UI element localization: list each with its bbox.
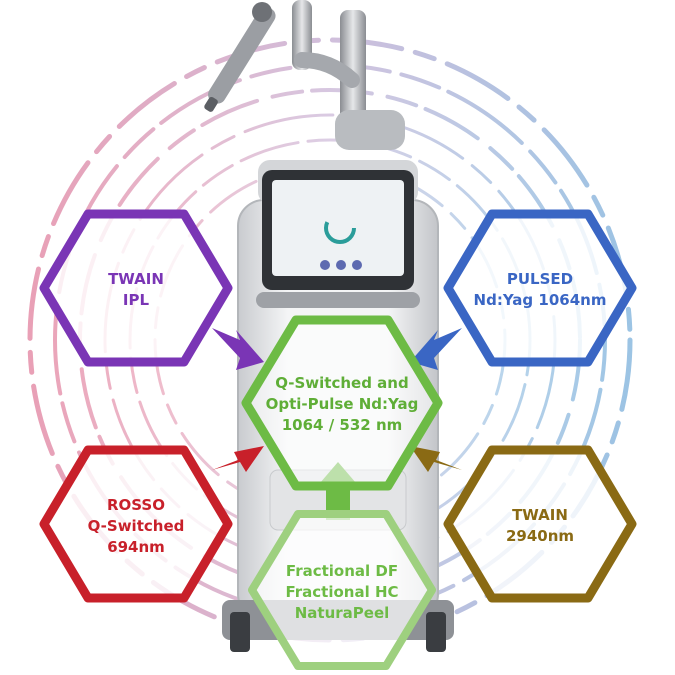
hex-center: Q-Switched and Opti-Pulse Nd:Yag 1064 / … — [241, 315, 443, 491]
hex-bottom-center-shape — [248, 510, 436, 670]
hex-bottom-left-shape — [39, 445, 233, 603]
wheel-right — [426, 612, 446, 652]
hex-bottom-right-line2: 2940nm — [506, 527, 574, 545]
hex-top-left: TWAIN IPL — [39, 209, 233, 367]
hex-top-left-shape — [39, 209, 233, 367]
hex-bottom-center: Fractional DF Fractional HC NaturaPeel — [248, 510, 436, 670]
hex-top-left-line1: TWAIN — [108, 270, 164, 288]
arrow-from-pulsed — [410, 328, 462, 370]
screen-button-3 — [352, 260, 362, 270]
hex-bottom-right-line1: TWAIN — [512, 506, 568, 524]
hex-center-shape — [241, 315, 443, 491]
hex-bottom-center-line1: Fractional DF — [286, 562, 398, 580]
handpiece-knob — [252, 2, 272, 22]
screen-dial — [324, 212, 356, 244]
wheel-left — [230, 612, 250, 652]
device-handle — [256, 292, 420, 308]
hex-top-right-shape — [443, 209, 637, 367]
hex-center-line1: Q-Switched and — [275, 374, 408, 392]
device-screen — [272, 180, 404, 276]
hex-bottom-left-line1: ROSSO — [107, 496, 165, 514]
arrow-from-twain-ipl — [212, 328, 264, 370]
hex-bottom-left-line2: Q-Switched — [88, 517, 185, 535]
hex-top-left-line2: IPL — [123, 291, 150, 309]
hex-center-line2: Opti-Pulse Nd:Yag — [266, 395, 419, 413]
hex-top-right-line1: PULSED — [507, 270, 573, 288]
arrow-from-rosso — [212, 446, 264, 472]
hex-bottom-center-line3: NaturaPeel — [295, 604, 390, 622]
arm-joint — [335, 110, 405, 150]
hex-top-right-line2: Nd:Yag 1064nm — [474, 291, 607, 309]
arm-vertical — [340, 10, 366, 130]
hex-bottom-right-shape — [443, 445, 637, 603]
hex-bottom-left-line3: 694nm — [107, 538, 165, 556]
hex-top-right: PULSED Nd:Yag 1064nm — [443, 209, 637, 367]
arm-elbow — [294, 52, 360, 88]
hex-bottom-right: TWAIN 2940nm — [443, 445, 637, 603]
screen-button-1 — [320, 260, 330, 270]
hex-center-line3: 1064 / 532 nm — [282, 416, 403, 434]
arrow-from-twain-2940 — [410, 446, 462, 472]
screen-button-2 — [336, 260, 346, 270]
handpiece — [204, 6, 276, 112]
hex-bottom-center-line2: Fractional HC — [285, 583, 398, 601]
hex-bottom-left: ROSSO Q-Switched 694nm — [39, 445, 233, 603]
